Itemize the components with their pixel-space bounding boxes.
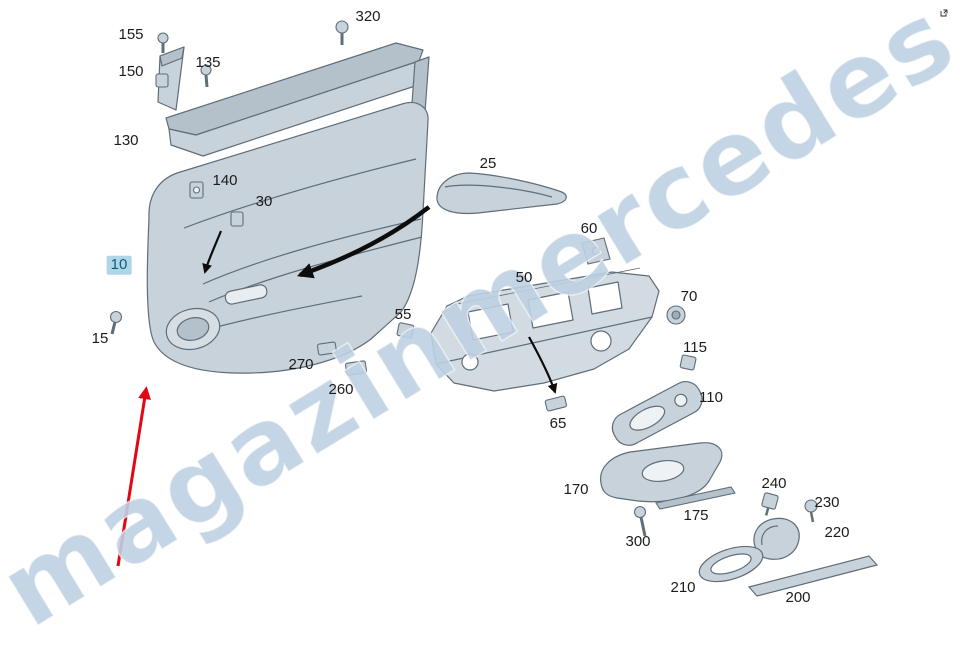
part-label-60[interactable]: 60 xyxy=(580,219,598,237)
part-shape-140[interactable] xyxy=(189,181,204,199)
part-shape-130[interactable] xyxy=(157,46,185,111)
part-label-230[interactable]: 230 xyxy=(814,493,840,511)
part-shape-300[interactable] xyxy=(633,505,647,537)
part-label-240[interactable]: 240 xyxy=(761,474,787,492)
part-shape-60[interactable] xyxy=(581,237,611,265)
part-shape-door-trim-rail[interactable] xyxy=(165,42,430,157)
part-shape-15[interactable] xyxy=(109,310,123,335)
part-label-260[interactable]: 260 xyxy=(328,380,354,398)
part-shape-55[interactable] xyxy=(396,322,415,339)
arrow-50-to-65 xyxy=(528,336,558,394)
part-shape-135[interactable] xyxy=(200,64,212,88)
part-shape-200[interactable] xyxy=(747,555,879,597)
part-label-25[interactable]: 25 xyxy=(479,154,497,172)
part-label-55[interactable]: 55 xyxy=(394,305,412,323)
part-shape-320[interactable] xyxy=(335,20,349,45)
part-shape-175[interactable] xyxy=(655,486,736,510)
part-label-300[interactable]: 300 xyxy=(625,532,651,550)
part-shape-230[interactable] xyxy=(804,499,818,523)
part-shape-210[interactable] xyxy=(695,540,767,589)
part-label-30[interactable]: 30 xyxy=(255,192,273,210)
part-shape-155[interactable] xyxy=(157,32,169,53)
part-labels-layer: 320 155 150 135 130 140 30 25 60 10 50 70 55 15 115 270… xyxy=(91,7,850,606)
part-shape-30[interactable] xyxy=(230,211,244,227)
part-shape-50[interactable] xyxy=(430,267,660,392)
part-label-135[interactable]: 135 xyxy=(195,53,221,71)
part-label-200[interactable]: 200 xyxy=(785,588,811,606)
pointer-arrows xyxy=(116,205,558,567)
part-shape-110[interactable] xyxy=(607,376,707,450)
part-label-140[interactable]: 140 xyxy=(212,171,238,189)
part-shape-150[interactable] xyxy=(155,73,169,88)
open-external-button[interactable] xyxy=(934,3,954,23)
red-pointer-arrow xyxy=(116,386,151,567)
part-shape-270[interactable] xyxy=(316,341,337,356)
part-label-70[interactable]: 70 xyxy=(680,287,698,305)
part-shape-220[interactable] xyxy=(753,517,800,560)
part-label-320[interactable]: 320 xyxy=(355,7,381,25)
part-label-170[interactable]: 170 xyxy=(563,480,589,498)
part-label-50[interactable]: 50 xyxy=(515,268,533,286)
part-label-175[interactable]: 175 xyxy=(683,506,709,524)
part-shape-115[interactable] xyxy=(679,354,697,371)
part-shape-door-card[interactable] xyxy=(146,101,429,374)
part-label-155[interactable]: 155 xyxy=(118,25,144,43)
diagram-canvas xyxy=(109,20,879,597)
part-label-150[interactable]: 150 xyxy=(118,62,144,80)
part-label-110[interactable]: 110 xyxy=(699,388,723,406)
part-label-270[interactable]: 270 xyxy=(288,355,314,373)
part-shape-25[interactable] xyxy=(436,172,567,215)
open-in-new-icon xyxy=(940,9,948,17)
part-label-65[interactable]: 65 xyxy=(549,414,567,432)
arrow-25-to-door-card xyxy=(296,205,431,279)
part-label-10[interactable]: 10 xyxy=(106,255,132,275)
part-shape-70[interactable] xyxy=(666,305,686,325)
arrow-30-to-door-card xyxy=(202,230,223,274)
part-label-115[interactable]: 115 xyxy=(683,338,707,356)
part-label-220[interactable]: 220 xyxy=(824,523,850,541)
part-shape-240[interactable] xyxy=(759,492,779,517)
part-label-130[interactable]: 130 xyxy=(113,131,139,149)
part-shape-170[interactable] xyxy=(600,442,723,503)
part-shape-260[interactable] xyxy=(344,360,368,376)
part-label-210[interactable]: 210 xyxy=(670,578,696,596)
part-shape-65[interactable] xyxy=(544,395,568,412)
part-label-15[interactable]: 15 xyxy=(91,329,109,347)
